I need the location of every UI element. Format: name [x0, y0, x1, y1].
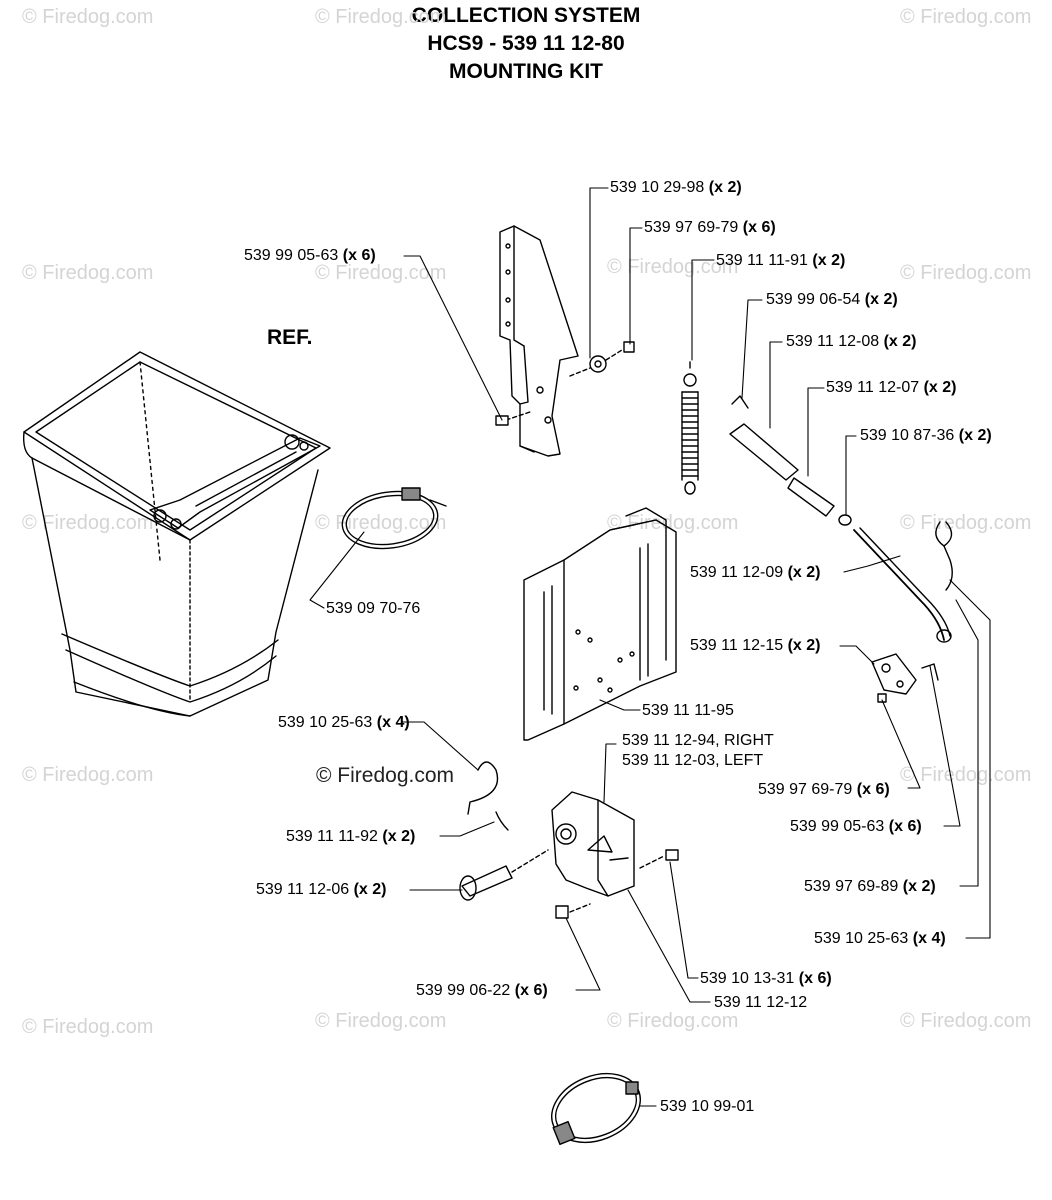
watermark: © Firedog.com	[900, 262, 1032, 284]
collection-bag	[22, 351, 331, 717]
pivot-plate	[871, 653, 939, 703]
part-label-539-99-05-63: 539 99 05-63 (x 6)	[244, 247, 376, 264]
part-label-539-99-06-54: 539 99 06-54 (x 2)	[766, 291, 898, 308]
part-label-539-97-69-79: 539 97 69-79 (x 6)	[644, 219, 776, 236]
watermark: © Firedog.com	[315, 262, 447, 284]
linkage-parts	[729, 395, 953, 643]
part-label-539-11-11-91: 539 11 11-91 (x 2)	[716, 252, 846, 269]
part-label-539-10-13-31: 539 10 13-31 (x 6)	[700, 970, 832, 987]
part-label-539-99-05-63-lower: 539 99 05-63 (x 6)	[790, 818, 922, 835]
part-label-539-11-11-95: 539 11 11-95	[642, 702, 734, 719]
latch-bracket	[551, 791, 679, 919]
part-label-539-11-12-12: 539 11 12-12	[714, 994, 808, 1011]
part-label-539-11-12-06: 539 11 12-06 (x 2)	[256, 881, 387, 898]
hose-clamp-upper	[341, 487, 447, 550]
part-label-539-09-70-76: 539 09 70-76	[326, 600, 421, 617]
part-label-539-11-12-09: 539 11 12-09 (x 2)	[690, 564, 821, 581]
watermark: © Firedog.com	[900, 764, 1032, 786]
part-label-539-10-99-01: 539 10 99-01	[660, 1098, 755, 1115]
diagram-title-line3: MOUNTING KIT	[449, 60, 603, 83]
watermark: © Firedog.com	[22, 262, 154, 284]
part-label-539-11-12-08: 539 11 12-08 (x 2)	[786, 333, 917, 350]
extension-spring	[681, 361, 699, 495]
upper-bracket-plate	[495, 225, 635, 457]
part-label-539-10-29-98: 539 10 29-98 (x 2)	[610, 179, 742, 196]
part-label-539-97-69-89: 539 97 69-89 (x 2)	[804, 878, 936, 895]
leader-lines	[309, 187, 991, 1107]
watermark: © Firedog.com	[900, 1010, 1032, 1032]
part-label-539-10-87-36: 539 10 87-36 (x 2)	[860, 427, 992, 444]
part-label-539-10-25-63-lower: 539 10 25-63 (x 4)	[814, 930, 946, 947]
watermark: © Firedog.com	[22, 764, 154, 786]
watermark: © Firedog.com	[315, 6, 447, 28]
part-label-539-11-12-94-right: 539 11 12-94, RIGHT	[622, 732, 774, 749]
ref-label: REF.	[267, 326, 313, 349]
watermark: © Firedog.com	[607, 512, 739, 534]
part-label-539-11-11-92: 539 11 11-92 (x 2)	[286, 828, 416, 845]
part-label-539-11-12-03-left: 539 11 12-03, LEFT	[622, 752, 764, 769]
watermark: © Firedog.com	[22, 6, 154, 28]
watermark: © Firedog.com	[900, 6, 1032, 28]
watermark: © Firedog.com	[607, 256, 739, 278]
part-label-539-10-25-63: 539 10 25-63 (x 4)	[278, 714, 410, 731]
pin-assembly-left	[459, 761, 549, 901]
part-label-539-99-06-22: 539 99 06-22 (x 6)	[416, 982, 548, 999]
watermark: © Firedog.com	[900, 512, 1032, 534]
watermark: © Firedog.com	[315, 1010, 447, 1032]
diagram-title-line1: COLLECTION SYSTEM	[411, 4, 641, 27]
watermark: © Firedog.com	[22, 1016, 154, 1038]
watermark: © Firedog.com	[607, 1010, 739, 1032]
watermark: © Firedog.com	[22, 512, 154, 534]
watermark-main: © Firedog.com	[316, 764, 455, 787]
mounting-plate	[523, 507, 677, 741]
hose-clamp-lower	[550, 1072, 642, 1146]
part-label-539-97-69-79-lower: 539 97 69-79 (x 6)	[758, 781, 890, 798]
part-label-539-11-12-07: 539 11 12-07 (x 2)	[826, 379, 957, 396]
diagram-title-line2: HCS9 - 539 11 12-80	[427, 32, 625, 55]
part-label-539-11-12-15: 539 11 12-15 (x 2)	[690, 637, 821, 654]
